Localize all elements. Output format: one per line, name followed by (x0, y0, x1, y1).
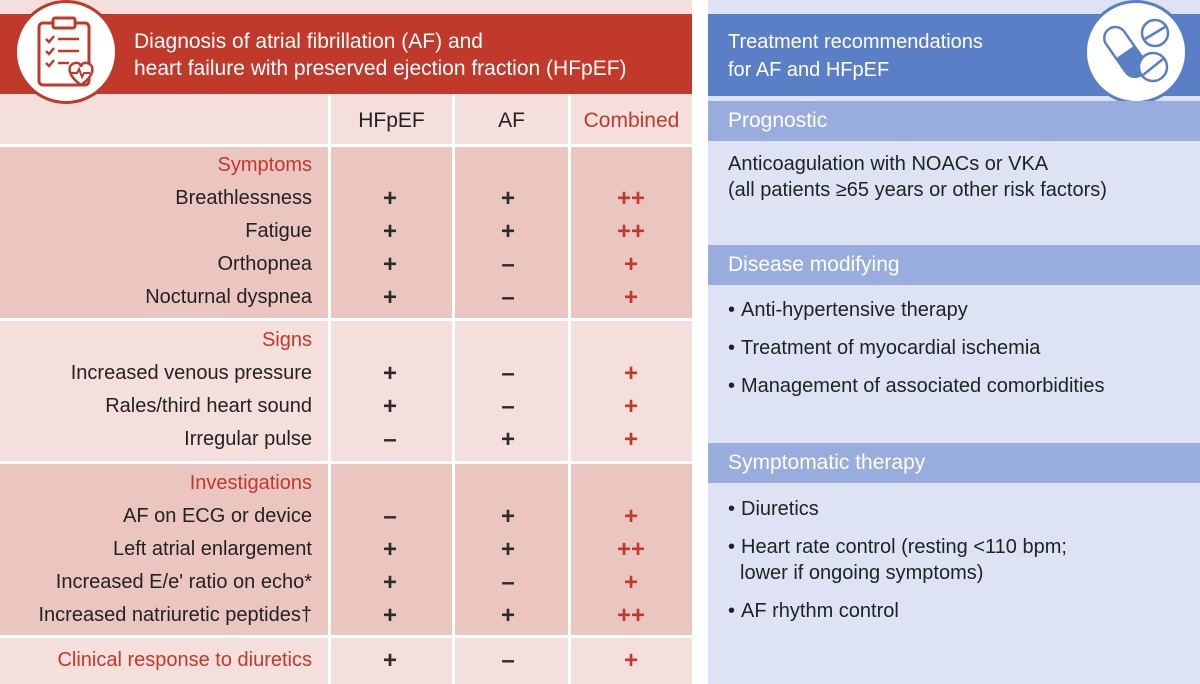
diagnosis-title-line1: Diagnosis of atrial fibrillation (AF) an… (134, 30, 483, 53)
column-header-af: AF (498, 109, 525, 132)
mark-combined: ++ (616, 602, 646, 629)
mark-hfpef: + (382, 185, 397, 212)
mark-af: – (501, 251, 515, 278)
pills-icon (1084, 0, 1188, 104)
list-item: Heart rate control (resting <110 bpm; (728, 534, 1188, 560)
list-item-continuation: lower if ongoing symptoms) (740, 562, 984, 584)
column-divider (452, 94, 455, 684)
section-heading-investigations: Investigations (189, 472, 312, 494)
diagnosis-title-line2: heart failure with preserved ejection fr… (134, 57, 627, 80)
mark-af: + (500, 426, 515, 453)
row-label: Fatigue (245, 220, 312, 242)
mark-hfpef: – (383, 503, 397, 530)
section-bar-symptomatic-therapy: Symptomatic therapy (708, 443, 1200, 483)
column-divider (328, 94, 331, 684)
mark-af: + (500, 218, 515, 245)
mark-hfpef: + (382, 602, 397, 629)
mark-af: + (500, 503, 515, 530)
diagnosis-header: Diagnosis of atrial fibrillation (AF) an… (0, 14, 692, 94)
row-label: Increased natriuretic peptides† (38, 604, 313, 626)
row-label: Rales/third heart sound (105, 395, 312, 417)
prognostic-text: Anticoagulation with NOACs or VKA (all p… (728, 151, 1188, 203)
symptomatic-list: Diuretics Heart rate control (resting <1… (728, 496, 1188, 624)
treatment-title-line1: Treatment recommendations (728, 31, 983, 53)
mark-af: + (500, 602, 515, 629)
row-label: Left atrial enlargement (112, 538, 312, 560)
mark-hfpef: – (383, 426, 397, 453)
mark-hfpef: + (382, 569, 397, 596)
list-item: Anti-hypertensive therapy (728, 297, 1188, 323)
mark-hfpef: + (382, 647, 397, 674)
mark-combined: + (623, 503, 638, 530)
mark-combined: ++ (616, 536, 646, 563)
row-label: AF on ECG or device (123, 505, 312, 527)
mark-af: – (501, 647, 515, 674)
disease-modifying-list: Anti-hypertensive therapy Treatment of m… (728, 297, 1188, 399)
list-item: AF rhythm control (728, 598, 1188, 624)
mark-hfpef: + (382, 284, 397, 311)
mark-af: + (500, 185, 515, 212)
row-label-clinical-response: Clinical response to diuretics (57, 649, 312, 671)
mark-hfpef: + (382, 393, 397, 420)
row-label: Increased E/e' ratio on echo* (55, 571, 312, 593)
row-label: Increased venous pressure (70, 362, 312, 384)
investigations-section-bg (0, 463, 692, 635)
mark-hfpef: + (382, 251, 397, 278)
mark-hfpef: + (382, 360, 397, 387)
mark-combined: + (623, 360, 638, 387)
clipboard-heart-icon (14, 0, 118, 104)
list-item: Treatment of myocardial ischemia (728, 335, 1188, 361)
mark-af: – (501, 284, 515, 311)
row-label: Orthopnea (217, 253, 312, 275)
mark-combined: + (623, 284, 638, 311)
list-item: Diuretics (728, 496, 1188, 522)
column-header-hfpef: HFpEF (358, 109, 425, 132)
mark-hfpef: + (382, 218, 397, 245)
section-bar-prognostic: Prognostic (708, 101, 1200, 141)
row-label: Breathlessness (175, 187, 312, 209)
mark-hfpef: + (382, 536, 397, 563)
diagnosis-title: Diagnosis of atrial fibrillation (AF) an… (134, 28, 690, 82)
divider (0, 318, 692, 321)
column-divider (568, 94, 571, 684)
list-item: Management of associated comorbidities (728, 373, 1188, 399)
row-label: Nocturnal dyspnea (145, 286, 312, 308)
mark-combined: + (623, 251, 638, 278)
mark-af: – (501, 360, 515, 387)
divider (0, 144, 692, 147)
prognostic-line2: (all patients ≥65 years or other risk fa… (728, 179, 1107, 201)
mark-af: – (501, 569, 515, 596)
column-header-combined: Combined (583, 109, 680, 132)
treatment-title-line2: for AF and HFpEF (728, 59, 890, 81)
section-bar-disease-modifying: Disease modifying (708, 245, 1200, 285)
mark-combined: + (623, 647, 638, 674)
mark-af: + (500, 536, 515, 563)
mark-combined: + (623, 393, 638, 420)
mark-combined: ++ (616, 218, 646, 245)
section-heading-symptoms: Symptoms (217, 154, 312, 176)
mark-combined: + (623, 426, 638, 453)
mark-combined: ++ (616, 185, 646, 212)
treatment-title: Treatment recommendations for AF and HFp… (728, 28, 1058, 84)
symptoms-section-bg (0, 146, 692, 318)
treatment-panel: Treatment recommendations for AF and HFp… (708, 0, 1200, 684)
mark-af: – (501, 393, 515, 420)
divider (0, 461, 692, 464)
row-label: Irregular pulse (184, 428, 312, 450)
prognostic-line1: Anticoagulation with NOACs or VKA (728, 153, 1049, 175)
divider (0, 635, 692, 638)
section-heading-signs: Signs (261, 329, 312, 351)
mark-combined: + (623, 569, 638, 596)
diagnosis-panel: Diagnosis of atrial fibrillation (AF) an… (0, 0, 692, 684)
